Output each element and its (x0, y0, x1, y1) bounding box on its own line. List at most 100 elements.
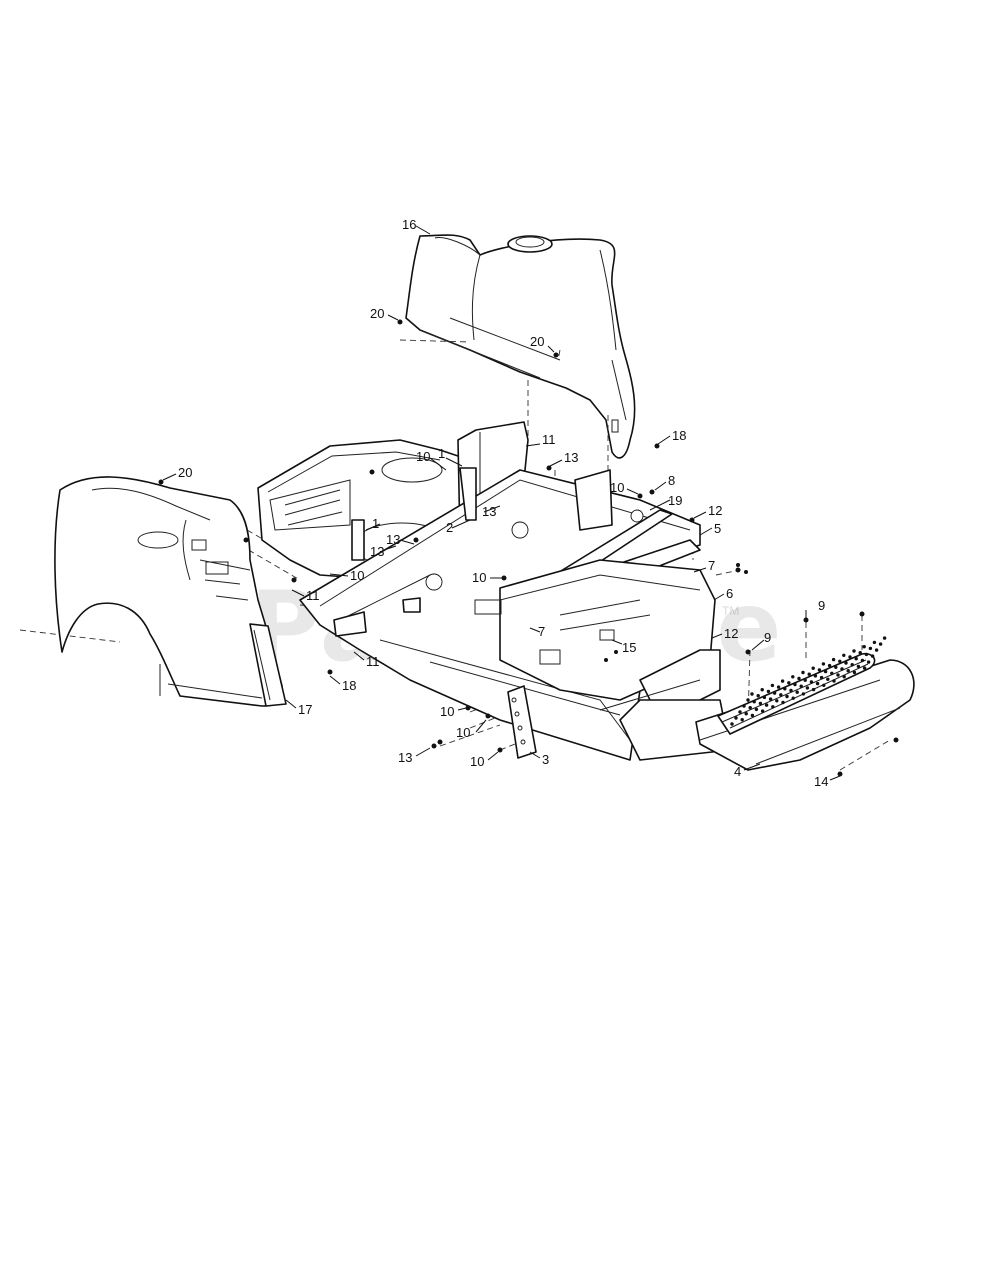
perforation-dot (860, 658, 865, 663)
perforation-dot (779, 693, 783, 697)
perforation-dot (840, 667, 844, 671)
perforation-dot (805, 686, 810, 690)
perforation-dot (797, 676, 801, 681)
perforation-dot (762, 695, 767, 700)
perforation-dot (858, 651, 862, 655)
perforation-dot (780, 679, 785, 683)
perforation-dot (791, 696, 795, 700)
perforation-dot (734, 716, 738, 720)
callout-10: 10 (350, 568, 364, 583)
callout-20: 20 (530, 334, 544, 349)
perforation-dot (862, 666, 867, 670)
callout-18: 18 (672, 428, 686, 443)
perforation-dot (826, 677, 830, 681)
callout-9: 9 (764, 630, 771, 645)
perforation-dot (813, 674, 818, 678)
perforation-dot (746, 698, 750, 702)
callout-6: 6 (726, 586, 733, 601)
perforation-dot (744, 712, 748, 716)
callout-labels: 16 20 20 18 11 1 13 10 8 19 12 5 20 10 1… (178, 217, 828, 789)
perforation-dot (852, 649, 856, 653)
perforation-dot (872, 640, 877, 645)
perforation-dot (793, 682, 797, 687)
perforation-dot (862, 645, 866, 649)
callout-19: 19 (668, 493, 682, 508)
perforation-dot (878, 642, 883, 646)
perforation-dot (740, 718, 744, 722)
perforation-dot (874, 648, 879, 652)
callout-16: 16 (402, 217, 416, 232)
footrest-part-4 (695, 652, 915, 771)
callout-9: 9 (818, 598, 825, 613)
perforation-dot (827, 663, 832, 668)
perforation-dot (776, 685, 781, 689)
perforation-dot (870, 654, 875, 658)
perforation-dot (738, 710, 742, 714)
callout-1: 1 (438, 446, 445, 461)
callout-1: 1 (372, 516, 379, 531)
rear-fender-part-16 (405, 234, 636, 459)
callout-11: 11 (366, 654, 380, 669)
perforation-dot (811, 687, 816, 692)
perforation-dot (844, 661, 848, 665)
callout-7: 7 (538, 624, 545, 639)
perforation-dot (815, 681, 820, 686)
perforation-dot (758, 701, 763, 706)
perforation-dot (831, 657, 836, 662)
callout-20: 20 (178, 465, 192, 480)
perforation-dot (772, 691, 777, 695)
perforation-dot (854, 657, 858, 661)
perforation-dot (748, 706, 752, 710)
perforation-dot (822, 683, 826, 687)
perforation-dot (836, 673, 840, 677)
perforation-dot (846, 669, 850, 673)
perforation-dot (768, 697, 773, 701)
perforated-step-pattern (730, 636, 887, 726)
perforation-dot (754, 707, 759, 712)
perforation-dot (803, 678, 807, 682)
perforation-dot (750, 713, 755, 718)
perforation-dot (795, 690, 799, 694)
callout-2: 2 (446, 520, 453, 535)
perforation-dot (760, 709, 765, 713)
perforation-dot (832, 679, 836, 683)
perforation-dot (866, 660, 871, 664)
perforation-dot (838, 659, 842, 663)
perforation-dot (752, 700, 756, 704)
callout-10: 10 (416, 449, 430, 464)
callout-10: 10 (472, 570, 486, 585)
callout-5: 5 (714, 521, 721, 536)
perforation-dot (783, 687, 787, 691)
perforation-dot (775, 699, 779, 703)
perforation-dot (834, 665, 838, 669)
perforation-dot (760, 688, 764, 692)
perforation-dot (785, 694, 789, 699)
perforation-dot (882, 636, 887, 640)
callout-20: 20 (370, 306, 384, 321)
callout-13: 13 (398, 750, 412, 765)
perforation-dot (852, 670, 857, 675)
callout-11: 11 (306, 588, 320, 603)
callout-10: 10 (470, 754, 484, 769)
perforation-dot (868, 646, 873, 651)
callout-13: 13 (482, 504, 496, 519)
perforation-dot (791, 675, 795, 679)
callout-17: 17 (298, 702, 312, 717)
callout-15: 15 (622, 640, 636, 655)
callout-13: 13 (386, 532, 400, 547)
callout-leaders (162, 225, 841, 781)
front-fender-part-17 (54, 476, 287, 707)
perforation-dot (801, 692, 806, 696)
callout-10: 10 (440, 704, 454, 719)
perforation-dot (771, 705, 775, 709)
perforation-dot (830, 671, 834, 675)
perforation-dot (766, 689, 771, 694)
perforation-dot (764, 703, 769, 707)
perforation-dot (848, 655, 852, 659)
callout-13: 13 (370, 544, 384, 559)
perforation-dot (856, 664, 861, 669)
perforation-dot (756, 694, 760, 698)
callout-8: 8 (668, 473, 675, 488)
perforation-dot (864, 652, 869, 657)
